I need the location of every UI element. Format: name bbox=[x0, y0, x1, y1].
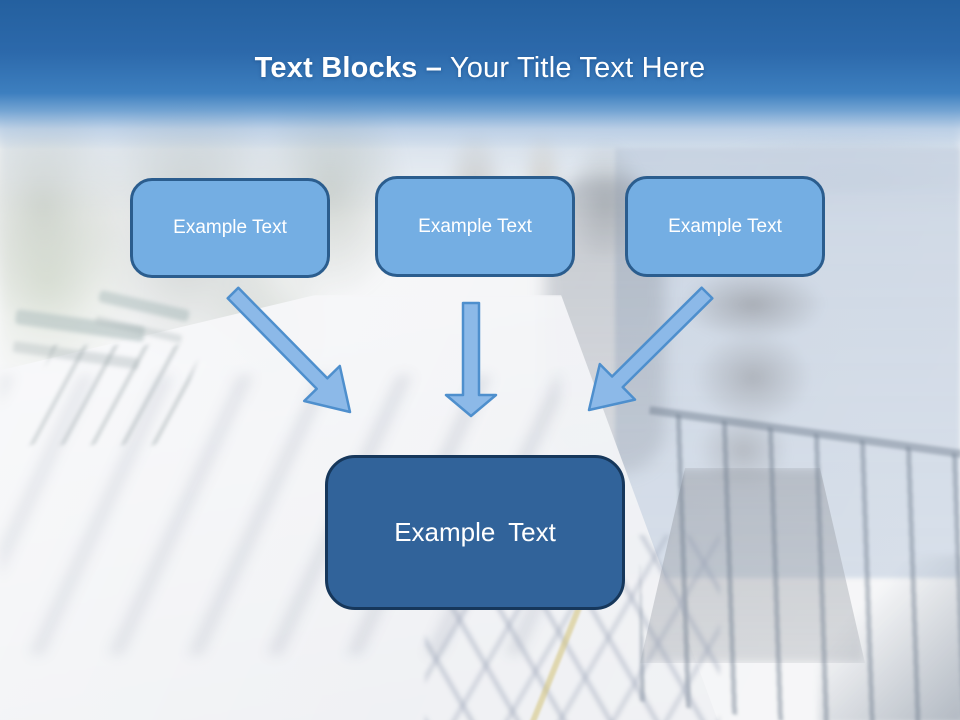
slide-title-rest: Your Title Text Here bbox=[442, 52, 706, 84]
slide-title-emphasis: Text Blocks – bbox=[254, 52, 443, 84]
slide-title[interactable]: Text Blocks – Your Title Text Here bbox=[0, 52, 960, 85]
text-block-1-label: Example Text bbox=[173, 217, 287, 238]
result-block-label: Example Text bbox=[394, 517, 556, 547]
header-band bbox=[0, 0, 960, 150]
text-block-3-label: Example Text bbox=[668, 215, 782, 237]
text-block-1[interactable]: Example Text bbox=[130, 178, 330, 278]
text-block-3[interactable]: Example Text bbox=[625, 176, 825, 277]
text-block-2-label: Example Text bbox=[418, 215, 532, 237]
result-block[interactable]: Example Text bbox=[325, 455, 625, 610]
text-block-2[interactable]: Example Text bbox=[375, 176, 575, 277]
